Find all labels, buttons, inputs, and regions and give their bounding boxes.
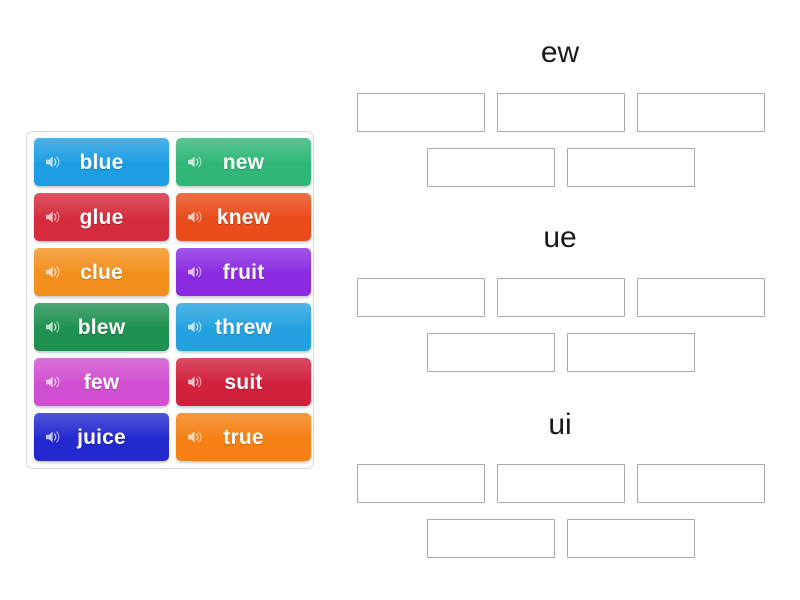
word-tile[interactable]: suit <box>176 358 311 406</box>
speaker-icon[interactable] <box>45 320 62 335</box>
speaker-icon[interactable] <box>187 155 204 170</box>
sort-slot-row <box>357 464 765 503</box>
drop-slot[interactable] <box>357 93 485 132</box>
speaker-icon[interactable] <box>45 430 62 445</box>
drop-slot[interactable] <box>427 333 555 372</box>
speaker-icon[interactable] <box>45 210 62 225</box>
drop-slot[interactable] <box>497 464 625 503</box>
word-tile-label: glue <box>79 205 124 229</box>
word-tile-label: threw <box>214 315 272 339</box>
sort-group-heading: ue <box>543 221 577 254</box>
speaker-icon[interactable] <box>187 320 204 335</box>
sort-slot-row <box>357 93 765 132</box>
speaker-icon[interactable] <box>187 430 204 445</box>
word-tile-label: new <box>222 150 265 174</box>
drop-slot[interactable] <box>357 464 485 503</box>
drop-slot[interactable] <box>497 93 625 132</box>
word-tile[interactable]: threw <box>176 303 311 351</box>
sort-group-heading: ew <box>540 36 580 69</box>
drop-slot[interactable] <box>357 278 485 317</box>
word-tile-label: fruit <box>222 260 265 284</box>
speaker-icon[interactable] <box>187 210 204 225</box>
sort-columns: ew ue ui <box>340 0 790 600</box>
word-tile-label: blue <box>79 150 124 174</box>
word-tile-grid: blue new glue knew clue fruit blew threw few suit… <box>34 138 311 461</box>
sort-slot-row <box>427 148 695 187</box>
word-tile-label: juice <box>77 425 126 449</box>
word-bank: blue new glue knew clue fruit blew threw few suit… <box>26 131 314 469</box>
speaker-icon[interactable] <box>45 155 62 170</box>
sort-slot-row <box>427 333 695 372</box>
sort-slot-row <box>427 519 695 558</box>
word-tile-label: true <box>223 425 264 449</box>
word-tile[interactable]: knew <box>176 193 311 241</box>
drop-slot[interactable] <box>427 148 555 187</box>
drop-slot[interactable] <box>567 148 695 187</box>
word-tile[interactable]: true <box>176 413 311 461</box>
drop-slot[interactable] <box>427 519 555 558</box>
speaker-icon[interactable] <box>45 375 62 390</box>
word-tile[interactable]: blue <box>34 138 169 186</box>
word-tile[interactable]: fruit <box>176 248 311 296</box>
drop-slot[interactable] <box>567 333 695 372</box>
drop-slot[interactable] <box>637 464 765 503</box>
drop-slot[interactable] <box>637 278 765 317</box>
word-tile[interactable]: glue <box>34 193 169 241</box>
word-tile-label: clue <box>80 260 123 284</box>
speaker-icon[interactable] <box>187 265 204 280</box>
word-tile-label: blew <box>77 315 126 339</box>
word-tile[interactable]: clue <box>34 248 169 296</box>
word-tile-label: knew <box>216 205 271 229</box>
speaker-icon[interactable] <box>187 375 204 390</box>
word-tile[interactable]: blew <box>34 303 169 351</box>
word-tile-label: suit <box>224 370 263 394</box>
drop-slot[interactable] <box>567 519 695 558</box>
word-tile-label: few <box>83 370 120 394</box>
sort-group-heading: ui <box>548 408 572 441</box>
sort-slot-row <box>357 278 765 317</box>
word-tile[interactable]: few <box>34 358 169 406</box>
drop-slot[interactable] <box>637 93 765 132</box>
speaker-icon[interactable] <box>45 265 62 280</box>
word-tile[interactable]: new <box>176 138 311 186</box>
word-tile[interactable]: juice <box>34 413 169 461</box>
drop-slot[interactable] <box>497 278 625 317</box>
